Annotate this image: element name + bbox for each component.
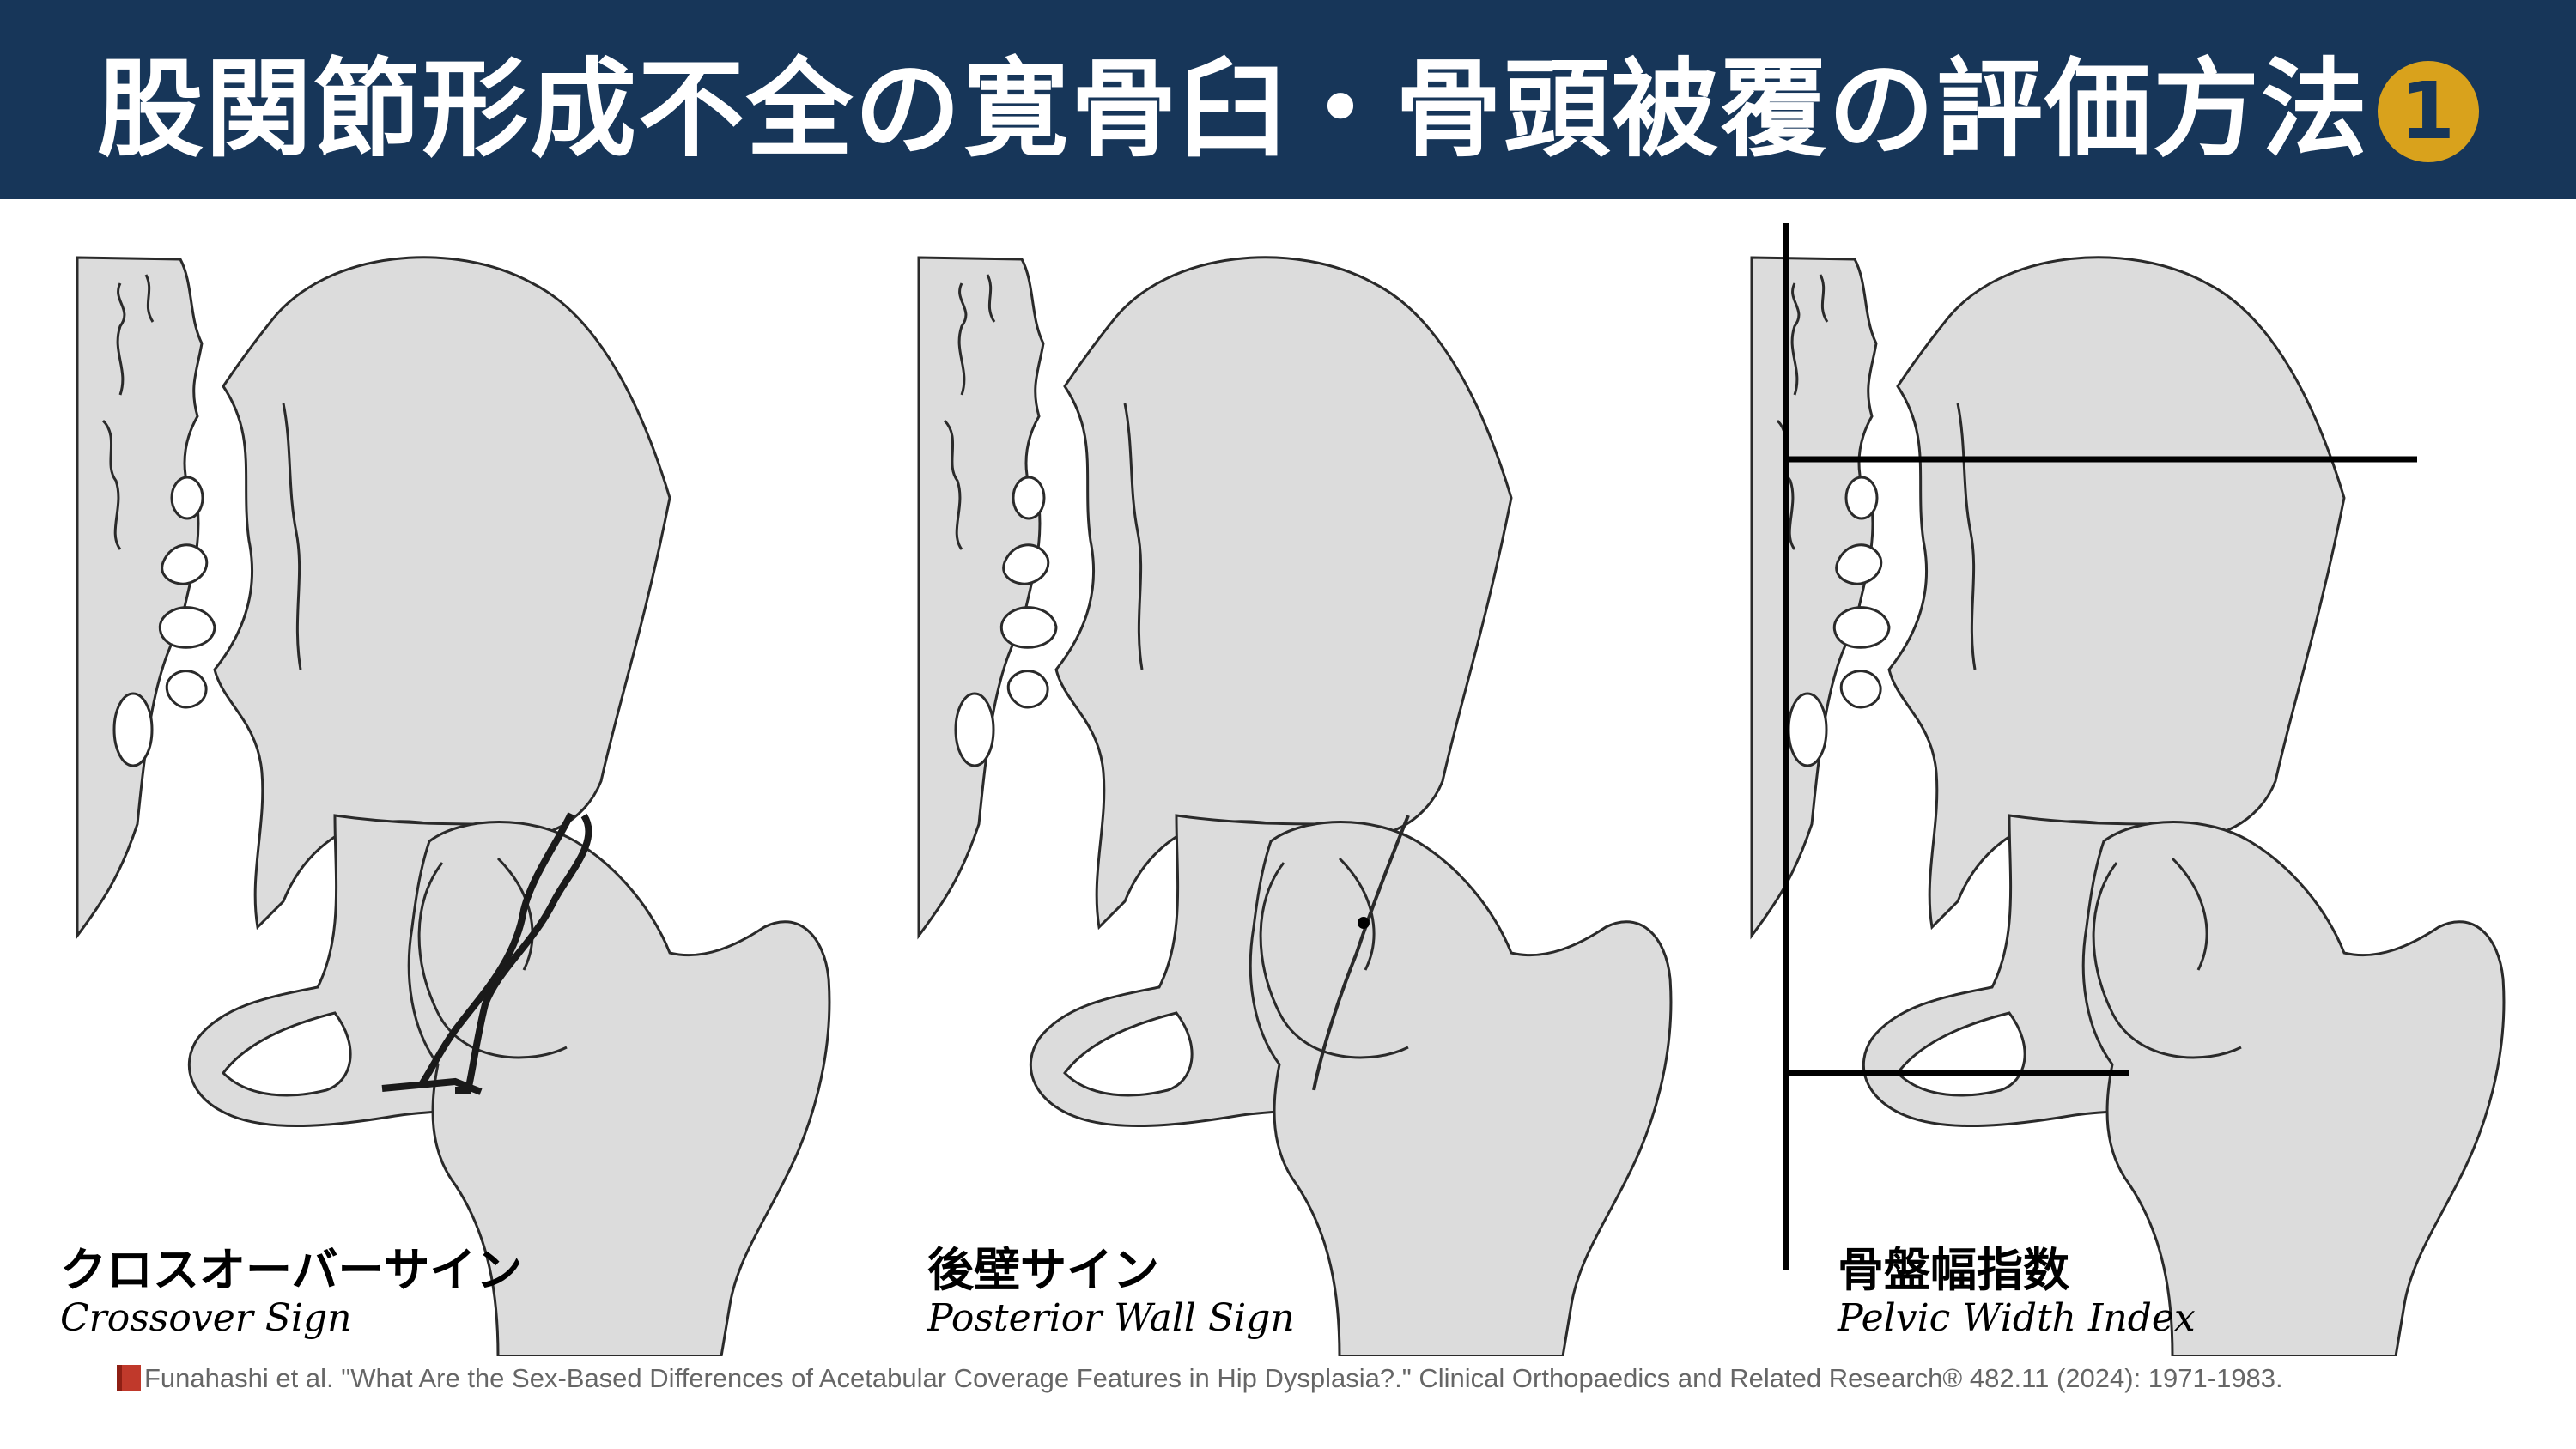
posterior-wall-line [455,813,592,1094]
panel-crossover-sign: クロスオーバーサイン Crossover Sign [52,223,893,1356]
pelvis-illustration-crossover [76,256,831,1356]
label-en-posterior-wall: Posterior Wall Sign [927,1296,1295,1340]
anterior-wall-line [417,812,574,1088]
label-jp-pelvic-width: 骨盤幅指数 [1838,1243,2069,1297]
page-title-text: 股関節形成不全の寛骨臼・骨頭被覆の評価方法 [96,48,2369,172]
citation-text: Funahashi et al. "What Are the Sex-Based… [144,1363,2283,1393]
posterior-wall-line [1312,815,1410,1091]
label-jp-posterior-wall: 後壁サイン [927,1243,1159,1297]
acetabular-floor-line [381,1077,483,1095]
label-jp-crossover: クロスオーバーサイン [60,1243,523,1297]
pelvis-illustration-pelvic-width [1750,223,2506,1356]
panel-posterior-wall-sign: 後壁サイン Posterior Wall Sign [893,223,1735,1356]
femoral-head-center-dot [1358,917,1370,929]
pelvis-illustration-posterior-wall [917,256,1673,1356]
label-en-crossover: Crossover Sign [60,1296,352,1340]
label-en-pelvic-width: Pelvic Width Index [1838,1296,2196,1340]
number-badge: 1 [2378,60,2479,162]
citation: Funahashi et al. "What Are the Sex-Based… [117,1363,2283,1394]
panel-pelvic-width-index: 骨盤幅指数 Pelvic Width Index [1726,223,2567,1356]
book-icon [117,1365,141,1391]
